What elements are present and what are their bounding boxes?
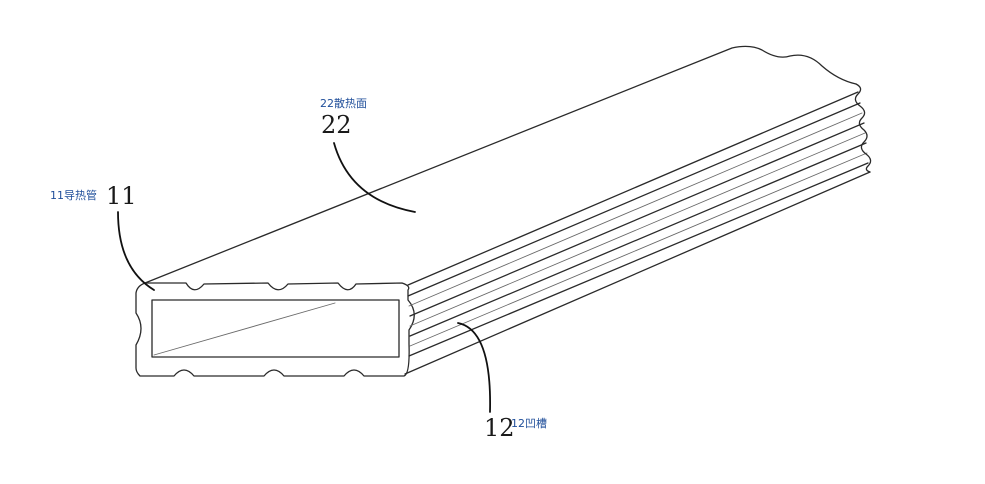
ref-number-11: 11 [106, 182, 137, 210]
groove-ridge-line [409, 132, 866, 327]
top-face-back-edge [144, 45, 857, 284]
groove-ridge-line [407, 102, 861, 297]
leader-line-12 [457, 322, 491, 413]
inner-channel [151, 299, 400, 358]
caption-heat-pipe: 11导热管 [50, 188, 97, 202]
groove-ridge-line [409, 142, 867, 337]
caption-groove: 12凹槽 [511, 417, 547, 430]
groove-ridge-line [408, 112, 863, 307]
ref-number-12: 12 [484, 414, 515, 442]
groove-ridge-line [409, 122, 865, 317]
groove-ridge-line [409, 152, 868, 347]
groove-ridge-line [408, 162, 869, 357]
groove-ridges [404, 102, 871, 375]
broken-end-outline [854, 83, 872, 173]
end-face-outline [135, 282, 415, 377]
bottom-edge-line [404, 171, 871, 375]
ref-number-22: 22 [321, 111, 352, 139]
leader-line-22 [333, 142, 416, 213]
top-face-front-edge [407, 91, 859, 286]
caption-heat-surface: 22散热面 [320, 96, 367, 110]
leader-line-11 [117, 211, 155, 291]
inner-channel-diagonal [153, 302, 336, 356]
